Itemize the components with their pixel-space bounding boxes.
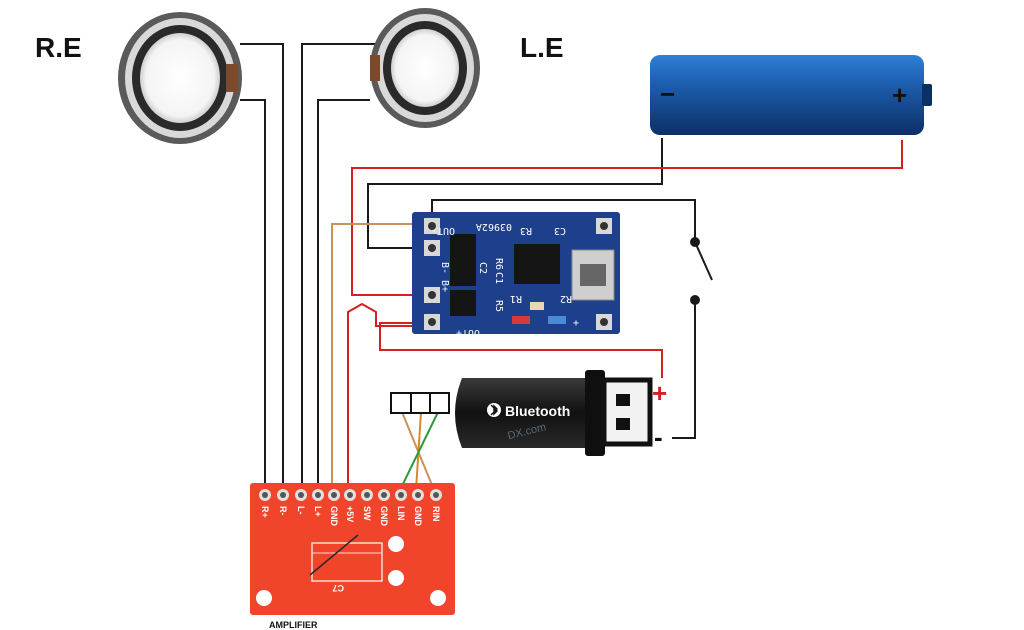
left-speaker	[370, 8, 480, 128]
charger-board: OUT- B- B+ OUT+ + 03962A R3 C3 R6 C1 C2 …	[412, 212, 620, 338]
amp-pin-l-plus: L+	[313, 506, 323, 517]
charger-comp-c3: C3	[554, 225, 566, 236]
charger-pin-b-plus: B+	[439, 280, 450, 292]
wire-r-plus	[240, 99, 266, 490]
amp-pin-holes	[259, 489, 442, 501]
charger-pin-out-plus: OUT+	[456, 327, 480, 338]
wire-audio-rin	[399, 403, 443, 491]
charger-pin-out-minus: OUT-	[431, 225, 455, 236]
wire-switch-bt	[672, 300, 696, 439]
bluetooth-icon	[487, 403, 501, 417]
amp-pin-gnd-3: GND	[413, 506, 423, 527]
wire-amp-5v	[347, 302, 420, 490]
charger-comp-c2: C2	[477, 262, 488, 274]
amp-pin-gnd-1: GND	[329, 506, 339, 527]
charger-comp-r6: R6	[493, 258, 504, 270]
charger-comp-r1: R1	[510, 293, 522, 304]
wire-amp-gnd	[331, 223, 424, 490]
charger-chip-code: 03962A	[476, 221, 512, 232]
bluetooth-pos-label: +	[652, 378, 667, 408]
wire-l-minus	[301, 43, 375, 490]
power-switch[interactable]	[690, 237, 713, 305]
amp-pin-sw: SW	[362, 506, 372, 521]
amp-pin-gnd-2: GND	[379, 506, 389, 527]
amplifier-label: AMPLIFIER	[269, 620, 318, 630]
battery-neg-label: −	[660, 79, 675, 109]
amp-pin-rin: RIN	[431, 506, 441, 522]
left-speaker-label: L.E	[520, 32, 564, 63]
right-speaker	[118, 12, 242, 144]
charger-comp-r3: R3	[520, 225, 532, 236]
amp-pin-5v: +5V	[345, 506, 355, 522]
charger-comp-r5: R5	[493, 300, 504, 312]
battery: − +	[650, 55, 932, 135]
amp-pin-l-minus: L-	[296, 506, 306, 515]
amp-pin-r-minus: R-	[278, 506, 288, 516]
charger-left-pads	[424, 218, 440, 330]
battery-pos-label: +	[892, 80, 907, 110]
bluetooth-dongle: Bluetooth DX.com + -	[455, 370, 667, 456]
charger-comp-r2: R2	[560, 293, 572, 304]
charger-comp-c1: C1	[493, 272, 504, 284]
wire-bat-pos	[351, 140, 903, 296]
amp-pin-r-plus: R+	[260, 506, 270, 518]
wire-r-minus	[240, 43, 284, 490]
bluetooth-brand: Bluetooth	[505, 403, 570, 419]
bluetooth-neg-label: -	[654, 422, 663, 452]
amp-pin-lin: LIN	[396, 506, 406, 521]
amplifier-board: R+ R- L- L+ GND +5V SW GND LIN GND RIN C…	[250, 483, 455, 615]
amp-cap-c7: C7	[332, 583, 344, 593]
wire-out-plus	[379, 322, 663, 378]
audio-connector	[390, 392, 450, 414]
wire-out-minus	[431, 199, 696, 240]
charger-pin-b-minus: B-	[439, 262, 450, 274]
wire-l-plus	[317, 99, 370, 490]
right-speaker-label: R.E	[35, 32, 82, 63]
wires	[240, 43, 903, 491]
charger-plus-mark: +	[573, 318, 579, 329]
